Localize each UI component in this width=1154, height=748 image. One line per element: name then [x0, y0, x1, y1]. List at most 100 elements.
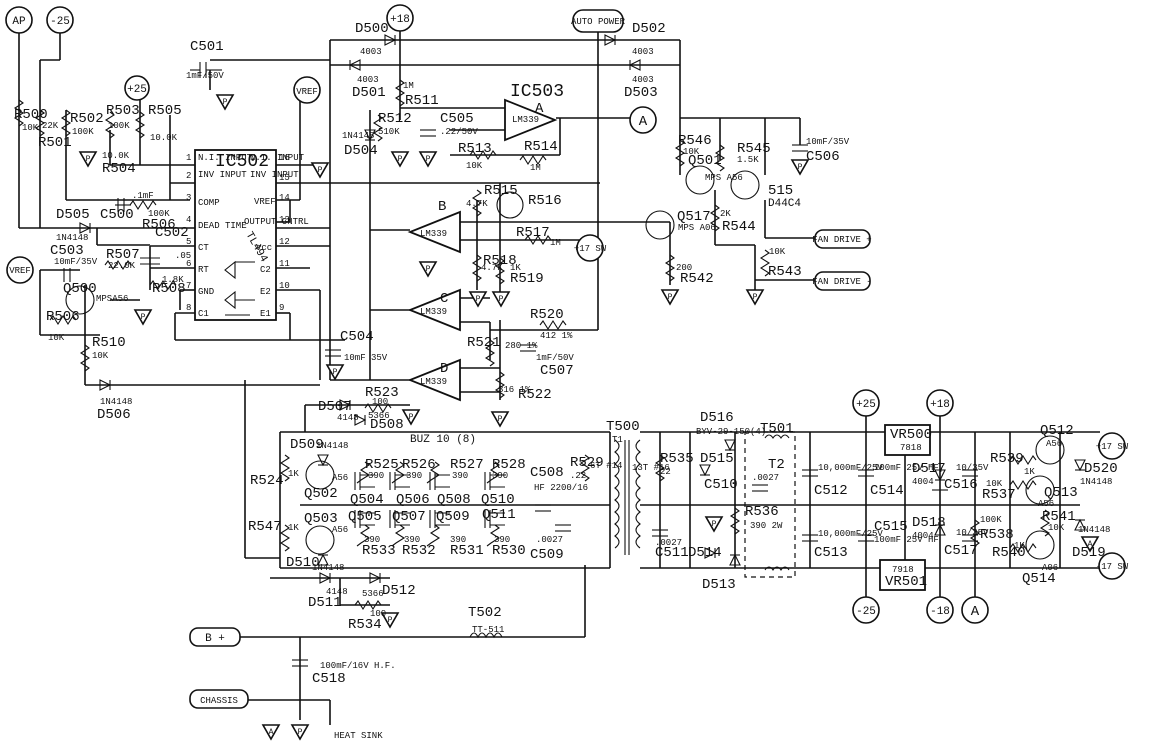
r531-value: 390 [450, 535, 466, 545]
c512-value: 10,000mF/25V [818, 463, 883, 473]
r547-ref: R547 [248, 519, 282, 535]
pin-num-3: 3 [186, 193, 191, 203]
r522-ref: R522 [518, 387, 552, 403]
ground-p-icon [79, 151, 97, 167]
rail-p25-label: +25 [127, 84, 147, 96]
pin-inv-input-1: INV INPUT [198, 170, 247, 180]
c510-value: .0027 [752, 473, 779, 483]
r530-ref: R530 [492, 543, 526, 559]
c501-value: 1mF/50V [186, 71, 224, 81]
fan-drive-plus-label: FAN DRIVE + [812, 235, 871, 245]
t500-secondary-value: 6T #14 [590, 461, 622, 471]
r523-ref: R523 [365, 385, 399, 401]
t2-label: T2 [768, 457, 785, 473]
pin-ni-input-2: N.I. INPUT [250, 153, 305, 163]
pin-num-12: 12 [279, 237, 290, 247]
r534-value: 100 [370, 609, 386, 619]
t1-label: T1 [612, 435, 623, 445]
q510-ref: Q510 [481, 492, 515, 508]
r504-value: 10.0K [102, 151, 130, 161]
r519-value: 1K [510, 263, 521, 273]
rail-ap-terminal [5, 6, 33, 34]
rail-n25b-label: -25 [856, 606, 876, 618]
d500-value: 4003 [360, 47, 382, 57]
r524-ref: R524 [250, 473, 284, 489]
r514-ref: R514 [524, 139, 558, 155]
c509-ref: C509 [530, 547, 564, 563]
r515-ref: R515 [484, 183, 518, 199]
r532-ref: R532 [402, 543, 436, 559]
q508-ref: Q508 [437, 492, 471, 508]
c505-ref: C505 [440, 111, 474, 127]
q500-value: MPSA56 [96, 294, 128, 304]
vr501-value: 7918 [892, 565, 914, 575]
d503-ref: D503 [624, 85, 658, 101]
rail-p18-terminal [386, 4, 414, 32]
q502-value: A56 [332, 473, 348, 483]
d516-value: BYV-29-150(4) [696, 427, 766, 437]
t501-ref: T501 [760, 421, 794, 437]
pin-comp: COMP [198, 198, 220, 208]
ground-p-icon [746, 289, 764, 305]
c507-value: 1mF/50V [536, 353, 574, 363]
vr500-ref: VR500 [890, 427, 932, 443]
ground-p-icon [661, 289, 679, 305]
ground-p-icon [419, 261, 437, 277]
c517-value: 10/35V [956, 528, 989, 538]
rail-p18b-terminal [926, 389, 954, 417]
pin-c2: C2 [260, 265, 271, 275]
c508-value: HF 2200/16 [534, 483, 588, 493]
pin-ct: CT [198, 243, 209, 253]
q514-ref: Q514 [1022, 571, 1056, 587]
r521-value: 280 1% [505, 341, 538, 351]
c500-ref: C500 [100, 207, 134, 223]
q517-ref: Q517 [677, 209, 711, 225]
r541-value: 10K [1048, 523, 1065, 533]
bplus-label: B + [205, 633, 225, 645]
r539-value: 1K [1024, 467, 1035, 477]
q515-value: D44C4 [768, 198, 801, 210]
q512-value: A56 [1046, 439, 1062, 449]
pin-num-16: 16 [279, 153, 290, 163]
r545-value: 1.5K [737, 155, 759, 165]
d507-value: 4148 [337, 413, 359, 423]
r530-value: 390 [494, 535, 510, 545]
pin-ni-input-1: N.I. INPUT [198, 153, 253, 163]
r512-value: 510K [378, 127, 400, 137]
rail-p17-label: +17 SW [574, 244, 607, 254]
terminals: AP -25 +18 +25 VREF AUTO POWER A +17 SW … [5, 4, 1129, 709]
lm339-a-label: LM339 [512, 115, 539, 125]
r527-ref: R527 [450, 457, 484, 473]
pin-vref: VREF [254, 197, 276, 207]
lm339-d-label: LM339 [420, 377, 447, 387]
r544-ref: R544 [722, 219, 756, 235]
heat-sink-label: HEAT SINK [334, 731, 383, 741]
r524-value: 1K [288, 469, 299, 479]
c513-ref: C513 [814, 545, 848, 561]
pin-dead-time: DEAD TIME [198, 221, 247, 231]
rail-p25-terminal [124, 75, 150, 101]
buz-label: BUZ 10 (8) [410, 434, 476, 446]
r540-ref: R540 [992, 545, 1026, 561]
rail-p25b-label: +25 [856, 399, 876, 411]
q501-ref: Q501 [688, 153, 722, 169]
q500-ref: Q500 [63, 281, 97, 297]
r505-value: 10.0K [150, 133, 178, 143]
pin-num-13: 13 [279, 215, 290, 225]
pin-num-7: 7 [186, 281, 191, 291]
r546-value: 10K [683, 147, 700, 157]
rail-a2-label: A [971, 604, 980, 620]
r514-value: 1M [530, 163, 541, 173]
ground-p-icon [469, 291, 487, 307]
d509-ref: D509 [290, 437, 324, 453]
q503-value: A56 [332, 525, 348, 535]
pin-rt: RT [198, 265, 209, 275]
r515-value: 4.7K [466, 199, 488, 209]
d508-value: 5366 [368, 411, 390, 421]
comparator-c-label: C [440, 291, 448, 307]
r502-ref: R502 [70, 111, 104, 127]
ground-p-icon [419, 151, 437, 167]
r505-ref: R505 [148, 103, 182, 119]
d510-value: 1N4148 [312, 563, 344, 573]
r542-value: 200 [676, 263, 692, 273]
